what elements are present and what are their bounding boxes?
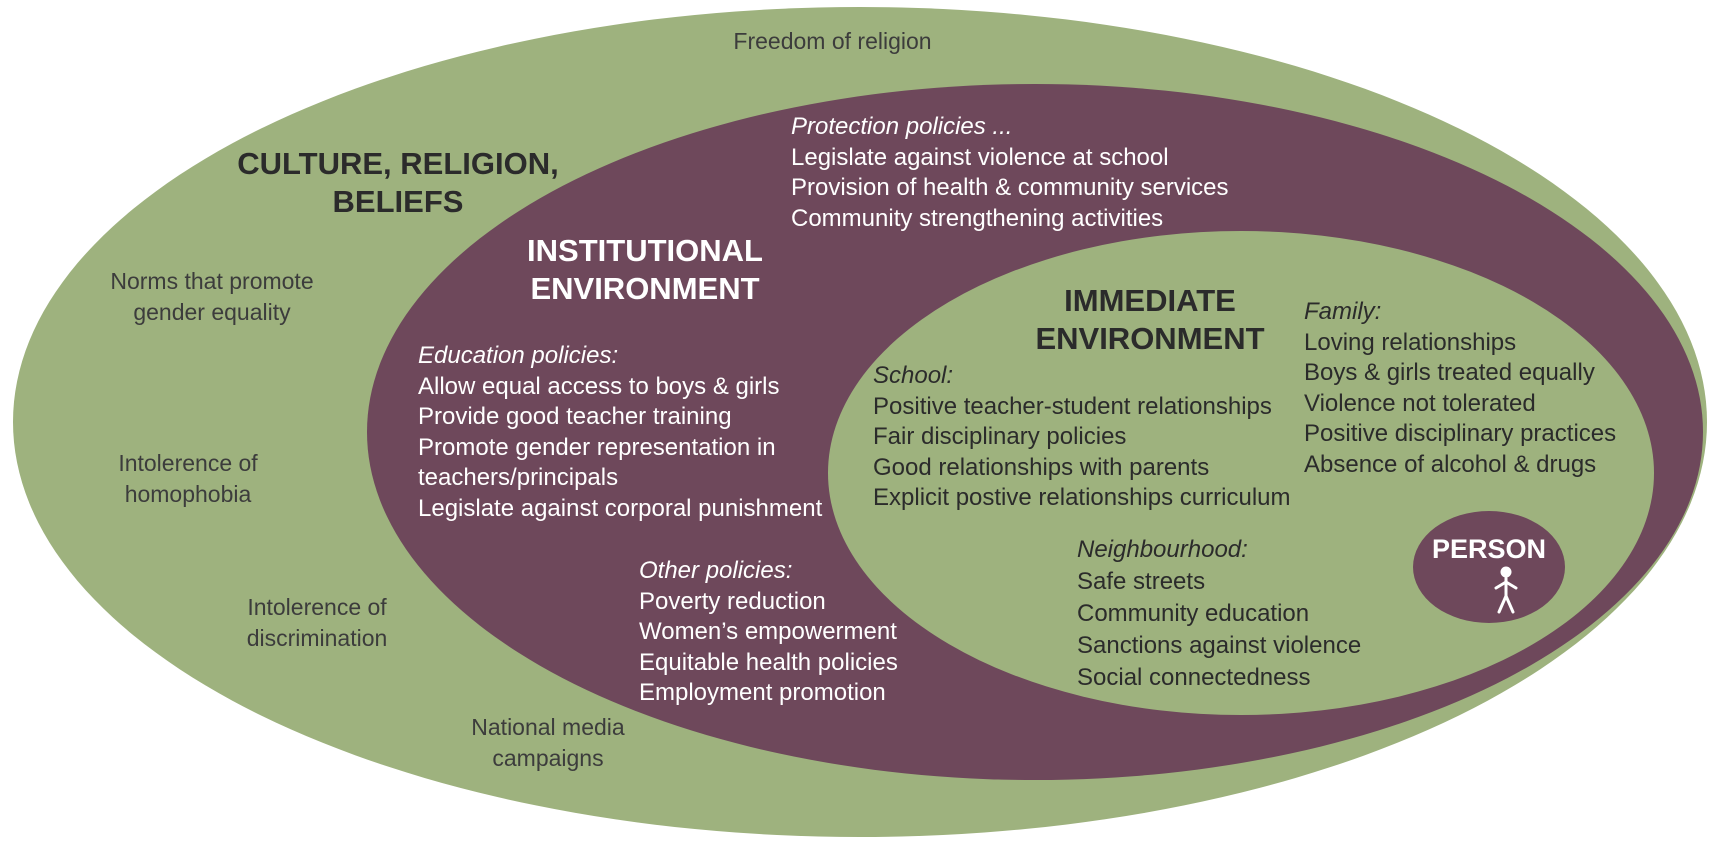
immediate-title: IMMEDIATE ENVIRONMENT — [1000, 282, 1300, 358]
list-item: Good relationships with parents — [873, 453, 1210, 481]
discrimination-line2: discrimination — [246, 625, 388, 651]
list-item: Community education — [1077, 600, 1310, 627]
norms-line1: Norms that promote — [110, 268, 314, 294]
family-heading: Family: — [1304, 298, 1382, 325]
neighbourhood-heading: Neighbourhood: — [1077, 536, 1248, 563]
immediate-title-line1: IMMEDIATE — [1064, 283, 1236, 318]
media-line1: National media — [471, 714, 625, 740]
media-campaigns-label: National media campaigns — [443, 712, 653, 774]
discrimination-line1: Intolerence of — [247, 594, 387, 620]
list-item: Equitable health policies — [639, 648, 898, 676]
list-item: Provision of health & community services — [791, 174, 1229, 201]
education-heading: Education policies: — [418, 342, 619, 369]
person-ellipse — [1413, 511, 1565, 623]
neighbourhood-list: Neighbourhood: Safe streets Community ed… — [1077, 534, 1361, 694]
culture-title-line1: CULTURE, RELIGION, — [237, 146, 559, 181]
list-item: Absence of alcohol & drugs — [1304, 450, 1597, 478]
list-item: Boys & girls treated equally — [1304, 359, 1595, 386]
immediate-title-line2: ENVIRONMENT — [1035, 321, 1265, 356]
institutional-title-line1: INSTITUTIONAL — [527, 233, 763, 268]
list-item: Legislate against violence at school — [791, 143, 1169, 171]
media-line2: campaigns — [492, 745, 604, 771]
homophobia-line1: Intolerence of — [118, 450, 258, 476]
list-item: Positive disciplinary practices — [1304, 420, 1617, 447]
institutional-title-line2: ENVIRONMENT — [530, 271, 760, 306]
list-item: Positive teacher-student relationships — [873, 392, 1272, 420]
school-list: School: Positive teacher-student relatio… — [873, 361, 1291, 514]
freedom-of-religion-label: Freedom of religion — [733, 28, 932, 54]
institutional-title: INSTITUTIONAL ENVIRONMENT — [490, 232, 800, 308]
list-item: Employment promotion — [639, 679, 886, 706]
homophobia-line2: homophobia — [124, 481, 252, 507]
list-item: Legislate against corporal punishment — [418, 494, 823, 522]
list-item: Sanctions against violence — [1077, 632, 1362, 659]
list-item: Women’s empowerment — [639, 618, 897, 645]
list-item: Community strengthening activities — [791, 204, 1164, 232]
other-policies-list: Other policies: Poverty reduction Women’… — [639, 556, 898, 709]
norms-label: Norms that promote gender equality — [82, 266, 342, 328]
culture-title: CULTURE, RELIGION, BELIEFS — [218, 145, 578, 221]
school-heading: School: — [873, 362, 954, 389]
list-item: Explicit postive relationships curriculu… — [873, 484, 1291, 511]
list-item: teachers/principals — [418, 464, 619, 491]
list-item: Safe streets — [1077, 568, 1206, 595]
list-item: Violence not tolerated — [1304, 389, 1536, 417]
list-item: Loving relationships — [1304, 328, 1517, 356]
homophobia-label: Intolerence of homophobia — [88, 448, 288, 510]
list-item: Promote gender representation in — [418, 433, 776, 461]
culture-title-line2: BELIEFS — [332, 184, 464, 219]
norms-line2: gender equality — [133, 299, 291, 325]
list-item: Poverty reduction — [639, 587, 826, 615]
family-list: Family: Loving relationships Boys & girl… — [1304, 297, 1616, 480]
list-item: Social connectedness — [1077, 664, 1311, 691]
other-heading: Other policies: — [639, 557, 793, 584]
person-label: PERSON — [1431, 534, 1547, 564]
stick-figure-icon — [1494, 566, 1518, 614]
list-item: Allow equal access to boys & girls — [418, 372, 780, 400]
list-item: Provide good teacher training — [418, 403, 732, 430]
list-item: Fair disciplinary policies — [873, 423, 1127, 450]
education-policies-list: Education policies: Allow equal access t… — [418, 341, 822, 524]
discrimination-label: Intolerence of discrimination — [212, 592, 422, 654]
protection-policies-list: Protection policies ... Legislate agains… — [791, 112, 1229, 234]
protection-heading: Protection policies ... — [791, 113, 1013, 140]
